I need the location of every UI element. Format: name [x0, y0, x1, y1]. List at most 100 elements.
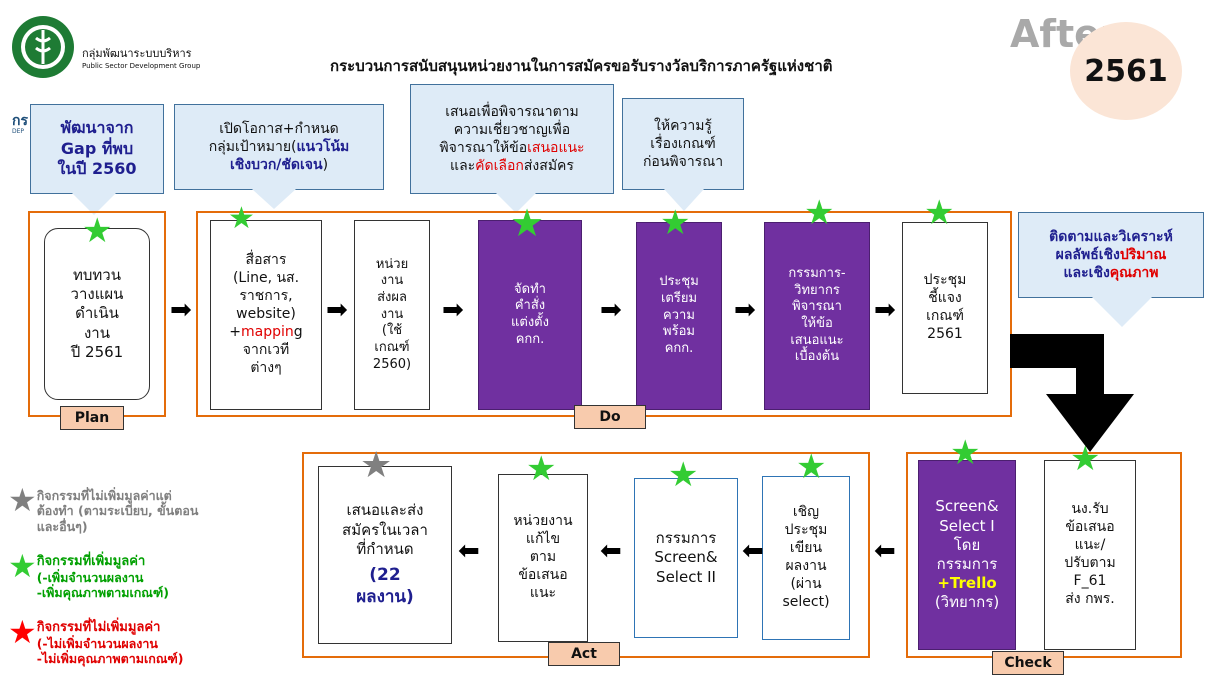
- page-title: กระบวนการสนับสนุนหน่วยงานในการสมัครขอรับ…: [330, 57, 833, 75]
- step-communicate-b: g จากเวที ต่างๆ: [242, 323, 303, 376]
- dept-sub: DEP: [12, 128, 25, 135]
- callout-propose: เสนอเพื่อพิจารณาตาม ความเชี่ยวชาญเพื่อ พ…: [410, 84, 614, 194]
- arrow-icon: ➡: [600, 295, 622, 325]
- callout-propose-l3a: พิจารณาให้ข้อ: [439, 140, 528, 156]
- step-order-text: จัดทำ คำสั่ง แต่งตั้ง คกก.: [511, 281, 549, 347]
- callout-knowledge-pointer: [664, 189, 704, 211]
- callout-knowledge: ให้ความรู้ เรื่องเกณฑ์ ก่อนพิจารณา: [622, 98, 744, 190]
- callout-open-l2b: แนวโน้ม: [296, 138, 350, 155]
- callout-gap-l1: พัฒนาจาก: [60, 117, 134, 137]
- callout-propose-l4b: คัดเลือก: [475, 158, 524, 175]
- callout-gap-pointer: [72, 193, 116, 215]
- arrow-icon: ➡: [326, 295, 348, 325]
- arrow-icon: ➡: [442, 295, 464, 325]
- org-name-th: กลุ่มพัฒนาระบบบริหาร: [82, 47, 192, 60]
- callout-monitor-l1: ติดตามและวิเคราะห์: [1049, 228, 1173, 245]
- callout-gap: พัฒนาจาก Gap ที่พบ ในปี 2560: [30, 104, 164, 194]
- callout-open: เปิดโอกาส+กำหนด กลุ่มเป้าหมาย(แนวโน้ม เช…: [174, 104, 384, 190]
- star-icon: ★: [510, 201, 545, 245]
- elbow-arrow-icon: [1010, 334, 1134, 454]
- year-badge-text: 2561: [1084, 53, 1168, 89]
- step-review-text: ทบทวน วางแผน ดำเนิน งาน ปี 2561: [70, 266, 124, 361]
- phase-check-tag: Check: [992, 651, 1064, 675]
- legend-red-detail: (-ไม่เพิ่มจำนวนผลงาน -ไม่เพิ่มคุณภาพตามเ…: [36, 635, 184, 667]
- arrow-icon: ⬅: [458, 536, 480, 566]
- arrow-icon: ➡: [874, 295, 896, 325]
- callout-propose-l3b: เสนอแนะ: [527, 140, 585, 156]
- year-badge: 2561: [1070, 22, 1182, 120]
- step-communicate: สื่อสาร (Line, นส. ราชการ, website) +map…: [210, 220, 322, 410]
- star-icon: ★: [924, 193, 955, 233]
- callout-open-l1: เปิดโอกาส+กำหนด: [219, 120, 339, 137]
- callout-monitor-l3a: และเชิง: [1063, 265, 1110, 282]
- phase-do-tag: Do: [574, 405, 646, 429]
- step-units-submit-text: หน่วย งาน ส่งผล งาน (ใช้ เกณฑ์ 2560): [372, 256, 412, 372]
- callout-propose-l2: ความเชี่ยวชาญเพื่อ: [453, 121, 571, 138]
- step-review: ทบทวน วางแผน ดำเนิน งาน ปี 2561: [44, 228, 150, 400]
- step-unit-fix: หน่วยงาน แก้ไข ตาม ข้อเสนอ แนะ: [498, 474, 588, 642]
- legend-red: ★ กิจกรรมที่ไม่เพิ่มมูลค่า (-ไม่เพิ่มจำน…: [8, 616, 184, 666]
- step-screen1: Screen& Select I โดย กรรมการ +Trello(วิท…: [918, 460, 1016, 650]
- star-icon: ★: [660, 203, 691, 243]
- callout-knowledge-text: ให้ความรู้ เรื่องเกณฑ์ ก่อนพิจารณา: [642, 117, 724, 171]
- step-invite-meeting: เชิญ ประชุม เขียน ผลงาน (ผ่าน select): [762, 476, 850, 640]
- callout-open-l3b: ): [322, 157, 329, 174]
- step-units-submit: หน่วย งาน ส่งผล งาน (ใช้ เกณฑ์ 2560): [354, 220, 430, 410]
- callout-gap-l2: Gap ที่พบ: [60, 138, 134, 158]
- arrow-icon: ➡: [734, 295, 756, 325]
- phase-act-tag: Act: [548, 642, 620, 666]
- step-communicate-a: สื่อสาร (Line, นส. ราชการ, website) +: [229, 252, 300, 340]
- callout-monitor-l2a: ผลลัพธ์เชิง: [1055, 246, 1120, 263]
- step-prepare-meeting-text: ประชุม เตรียม ความ พร้อม คกก.: [659, 274, 699, 356]
- arrow-icon: ⬅: [874, 536, 896, 566]
- callout-propose-l4c: ส่งสมัคร: [523, 158, 574, 175]
- step-screen2-text: กรรมการ Screen& Select II: [654, 529, 718, 586]
- callout-monitor-pointer: [1092, 297, 1152, 327]
- star-icon: ★: [8, 481, 37, 519]
- star-icon: ★: [950, 433, 981, 473]
- step-unit-fix-text: หน่วยงาน แก้ไข ตาม ข้อเสนอ แนะ: [513, 513, 573, 601]
- step-submit-a: เสนอและส่ง สมัครในเวลา ที่กำหนด: [342, 501, 428, 558]
- legend-red-title: กิจกรรมที่ไม่เพิ่มมูลค่า: [36, 620, 161, 635]
- step-receive: นง.รับ ข้อเสนอ แนะ/ ปรับตาม F_61 ส่ง กพร…: [1044, 460, 1136, 650]
- step-submit-b: (22 ผลงาน): [356, 565, 414, 607]
- star-icon: ★: [1070, 439, 1101, 479]
- callout-propose-l4a: และ: [450, 158, 476, 175]
- legend-gray: ★ กิจกรรมที่ไม่เพิ่มมูลค่าแต่ ต้องทำ (ตา…: [8, 484, 198, 534]
- step-screen1-b: (วิทยากร): [934, 593, 1000, 612]
- step-screen2: กรรมการ Screen& Select II: [634, 478, 738, 638]
- step-screen1-a: Screen& Select I โดย กรรมการ: [935, 497, 999, 573]
- star-icon: ★: [82, 211, 113, 251]
- step-communicate-wrap: สื่อสาร (Line, นส. ราชการ, website) +map…: [229, 252, 302, 377]
- legend-green-detail: (-เพิ่มจำนวนผลงาน -เพิ่มคุณภาพตามเกณฑ์): [36, 569, 169, 601]
- phase-plan-tag: Plan: [60, 406, 124, 430]
- star-icon: ★: [8, 547, 37, 585]
- callout-propose-l1: เสนอเพื่อพิจารณาตาม: [445, 103, 579, 120]
- step-invite-meeting-text: เชิญ ประชุม เขียน ผลงาน (ผ่าน select): [782, 504, 830, 610]
- legend-green-title: กิจกรรมที่เพิ่มมูลค่า: [36, 554, 146, 569]
- step-criteria-meeting-text: ประชุม ชี้แจง เกณฑ์ 2561: [923, 272, 967, 342]
- star-icon: ★: [668, 455, 699, 495]
- callout-open-l3: เชิงบวก/ชัดเจน: [229, 157, 323, 174]
- legend-green-body: กิจกรรมที่เพิ่มมูลค่า (-เพิ่มจำนวนผลงาน …: [37, 554, 169, 600]
- dept-abbr: กร: [12, 113, 28, 129]
- arrow-icon: ➡: [170, 295, 192, 325]
- step-committee-consider: กรรมการ- วิทยากร พิจารณา ให้ข้อ เสนอแนะ …: [764, 222, 870, 410]
- star-icon: ★: [804, 193, 835, 233]
- star-icon: ★: [8, 613, 37, 651]
- legend-red-body: กิจกรรมที่ไม่เพิ่มมูลค่า (-ไม่เพิ่มจำนวน…: [37, 620, 184, 666]
- star-icon: ★: [526, 449, 557, 489]
- star-icon: ★: [360, 445, 393, 486]
- star-icon: ★: [796, 447, 827, 487]
- step-receive-text: นง.รับ ข้อเสนอ แนะ/ ปรับตาม F_61 ส่ง กพร…: [1064, 501, 1116, 607]
- ministry-logo-icon: [10, 14, 76, 80]
- step-screen1-wrap: Screen& Select I โดย กรรมการ +Trello(วิท…: [935, 497, 999, 612]
- step-order: จัดทำ คำสั่ง แต่งตั้ง คกก.: [478, 220, 582, 410]
- legend-green: ★ กิจกรรมที่เพิ่มมูลค่า (-เพิ่มจำนวนผลงา…: [8, 550, 169, 600]
- org-name-en: Public Sector Development Group: [82, 62, 201, 70]
- step-submit: เสนอและส่ง สมัครในเวลา ที่กำหนด (22 ผลงา…: [318, 466, 452, 644]
- step-committee-consider-text: กรรมการ- วิทยากร พิจารณา ให้ข้อ เสนอแนะ …: [788, 266, 846, 365]
- step-criteria-meeting: ประชุม ชี้แจง เกณฑ์ 2561: [902, 222, 988, 394]
- star-icon: ★: [228, 201, 255, 236]
- callout-open-l2a: กลุ่มเป้าหมาย(: [208, 138, 297, 155]
